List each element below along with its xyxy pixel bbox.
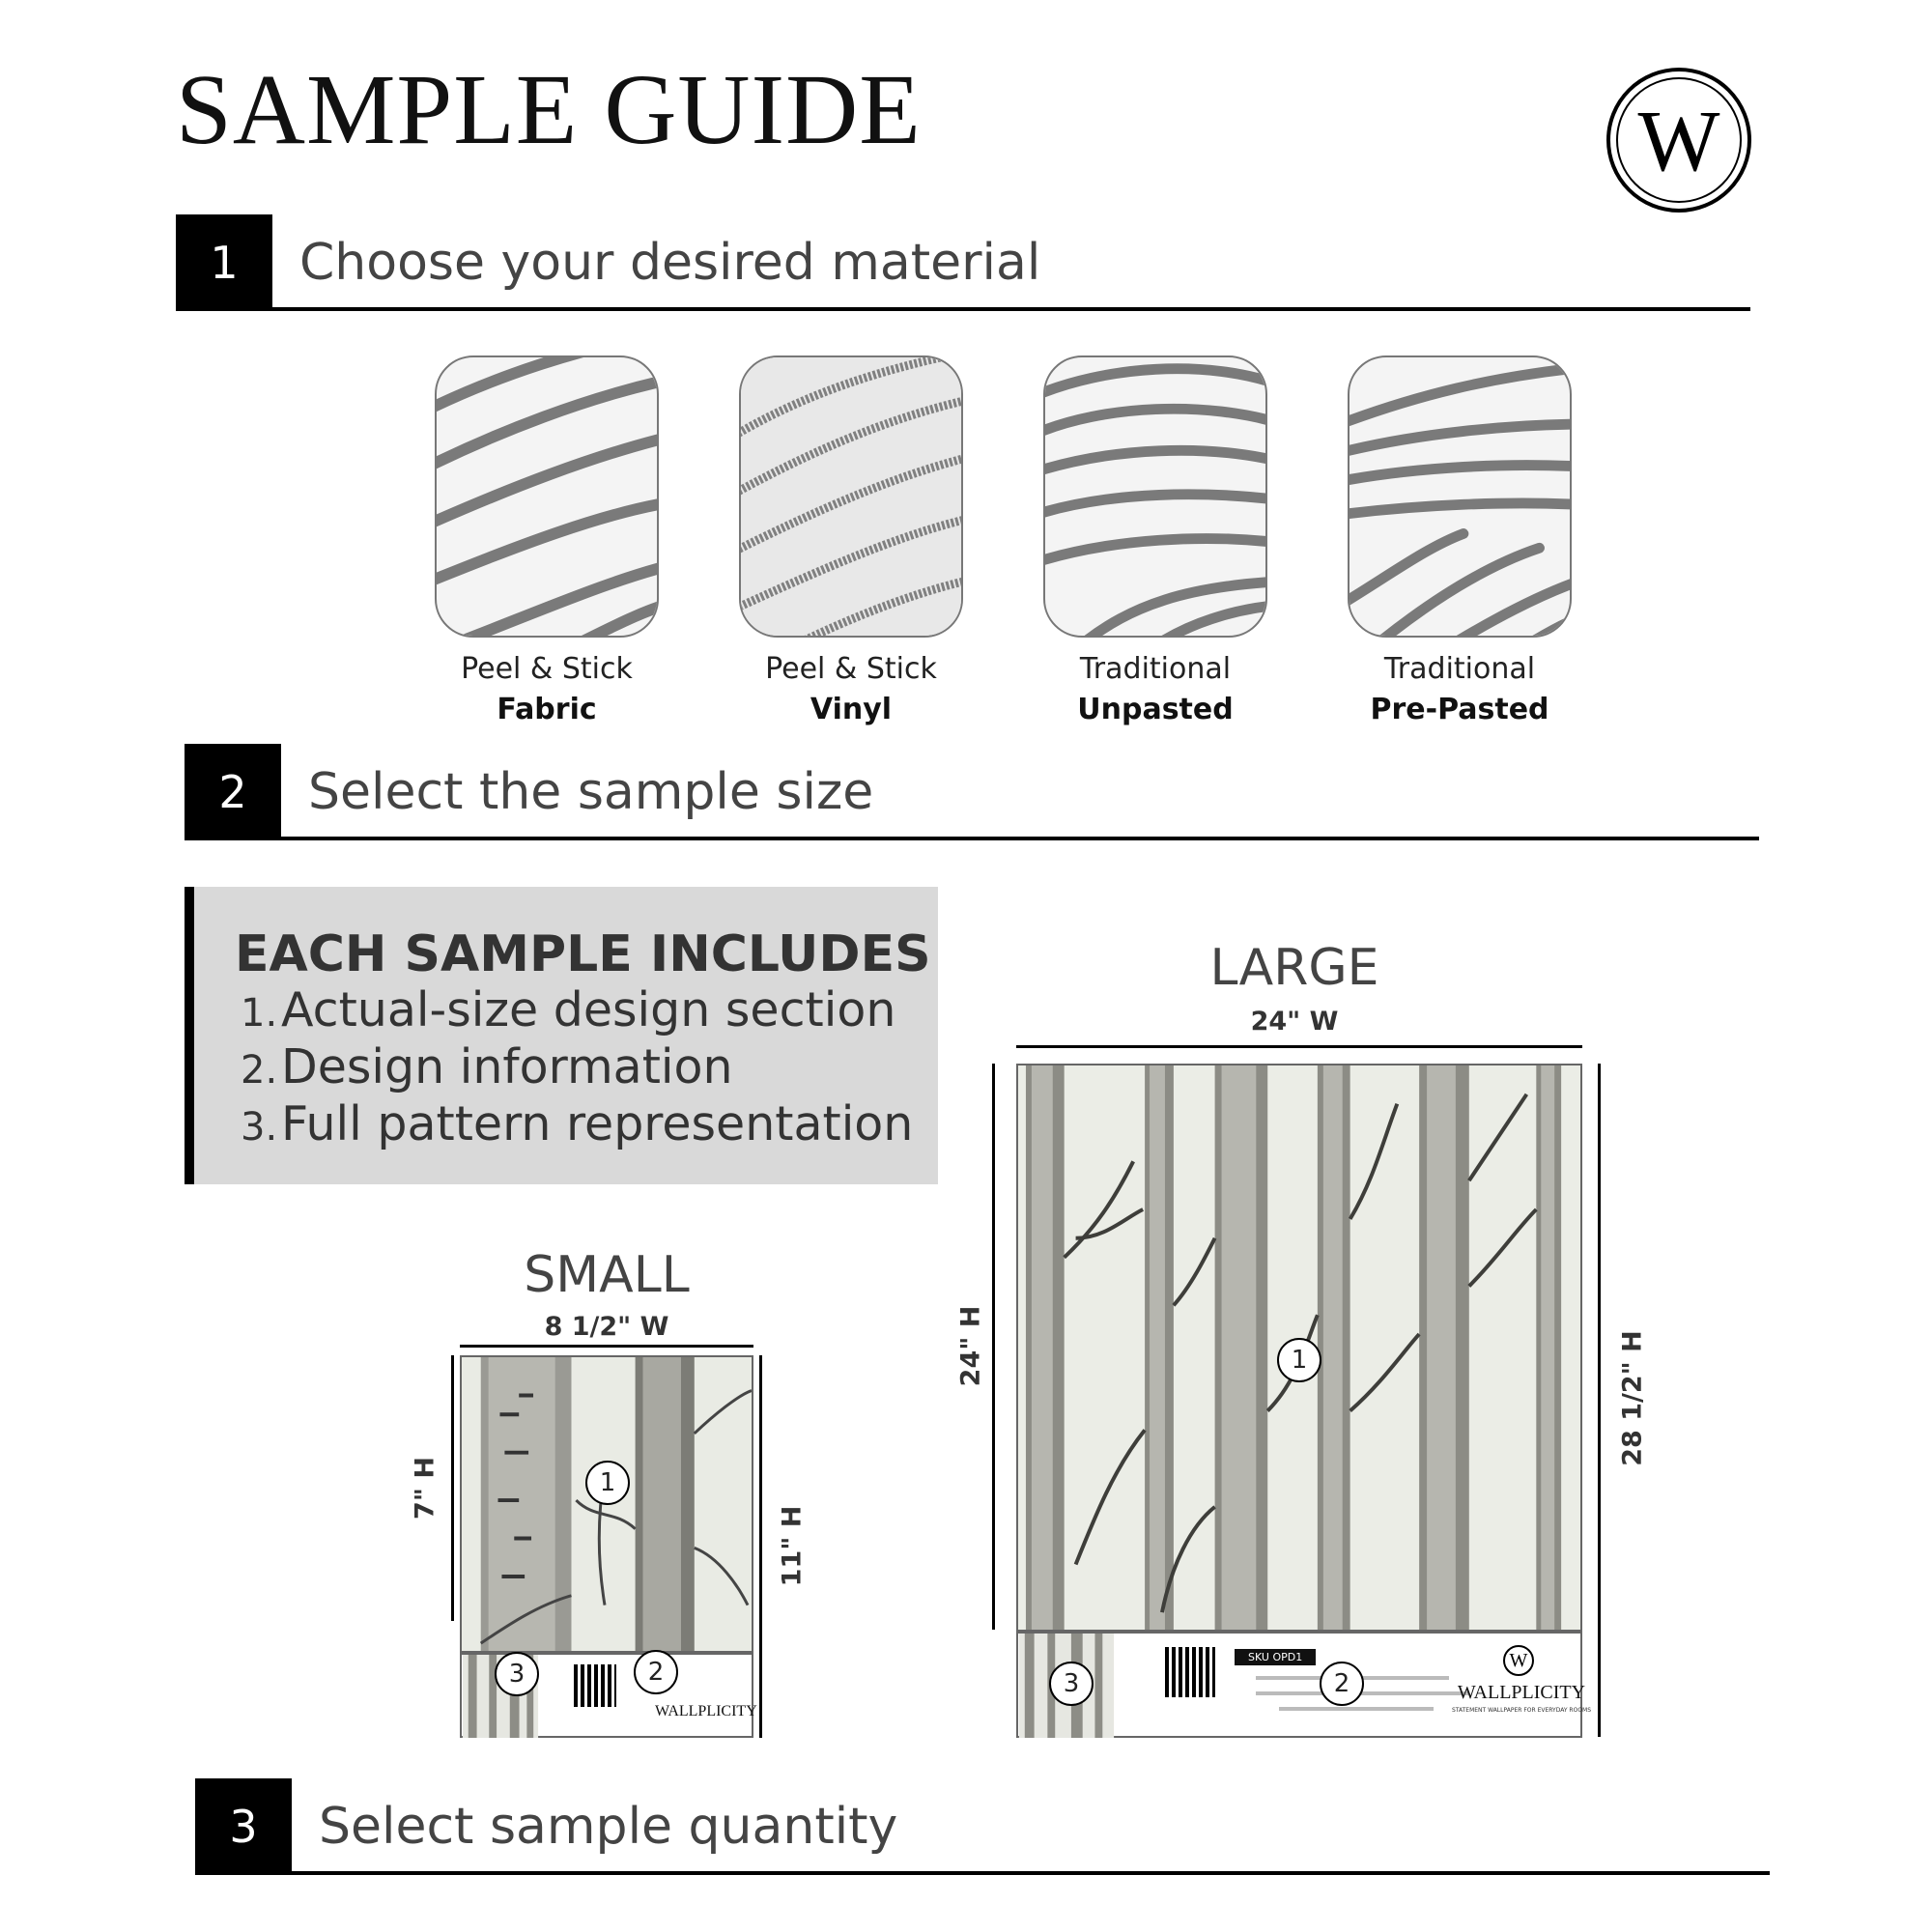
- step-divider: [272, 307, 1750, 311]
- large-height-rule: [992, 1064, 995, 1630]
- wallplicity-logo-icon: W: [1606, 68, 1751, 213]
- design-info-line: [1279, 1707, 1434, 1711]
- item-text: Actual-size design section: [281, 982, 896, 1037]
- material-type: Traditional: [1383, 652, 1536, 686]
- large-size-title: LARGE: [1209, 939, 1379, 997]
- large-sample-design: [1016, 1064, 1582, 1632]
- material-label-fabric: Peel & Stick Fabric: [402, 649, 692, 730]
- small-art-height-label: 7" H: [410, 1457, 440, 1520]
- birch-trees-illustration: [1018, 1065, 1580, 1630]
- large-art-height-label: 24" H: [955, 1305, 986, 1387]
- marker-3: 3: [1049, 1662, 1094, 1706]
- list-item: 3.Full pattern representation: [241, 1097, 913, 1154]
- material-type: Peel & Stick: [461, 652, 633, 686]
- page-title: SAMPLE GUIDE: [176, 54, 922, 165]
- swatch-pre-pasted[interactable]: [1348, 355, 1572, 638]
- qr-code-icon: [1165, 1647, 1215, 1697]
- marker-1: 1: [585, 1461, 630, 1505]
- step-number: 3: [195, 1778, 292, 1875]
- step-divider: [281, 837, 1759, 840]
- item-number: 1.: [241, 991, 278, 1036]
- step-number: 2: [185, 744, 281, 840]
- material-type: Traditional: [1079, 652, 1232, 686]
- swatch-fabric[interactable]: [435, 355, 659, 638]
- step-number: 1: [176, 214, 272, 311]
- step-label: Choose your desired material: [299, 234, 1041, 292]
- item-number: 2.: [241, 1048, 278, 1093]
- small-height-rule: [451, 1355, 454, 1621]
- sample-includes-box: EACH SAMPLE INCLUDES 1.Actual-size desig…: [185, 887, 938, 1184]
- small-total-height-rule: [759, 1355, 762, 1738]
- includes-heading: EACH SAMPLE INCLUDES: [235, 925, 931, 983]
- swatch-pre-pasted-texture: [1350, 363, 1570, 636]
- material-name: Fabric: [497, 693, 597, 726]
- material-type: Peel & Stick: [765, 652, 937, 686]
- step-label: Select sample quantity: [319, 1798, 898, 1856]
- material-name: Vinyl: [810, 693, 893, 726]
- large-width-rule: [1016, 1045, 1582, 1048]
- item-number: 3.: [241, 1105, 278, 1150]
- small-width-rule: [460, 1345, 753, 1348]
- material-name: Pre-Pasted: [1370, 693, 1549, 726]
- item-text: Design information: [281, 1039, 733, 1094]
- material-name: Unpasted: [1077, 693, 1234, 726]
- large-width-label: 24" W: [1250, 1007, 1339, 1037]
- list-item: 2.Design information: [241, 1040, 913, 1097]
- includes-list: 1.Actual-size design section 2.Design in…: [241, 983, 913, 1154]
- large-info-strip: SKU OPD1 W WALLPLICITY STATEMENT WALLPAP…: [1016, 1632, 1591, 1738]
- logo-letter: W: [1637, 94, 1720, 189]
- swatch-vinyl-texture: [741, 357, 961, 636]
- step-3-header: 3 Select sample quantity: [195, 1778, 1770, 1875]
- small-total-height-label: 11" H: [777, 1505, 808, 1587]
- large-brand-name: WALLPLICITY: [1457, 1682, 1586, 1703]
- material-label-pre-pasted: Traditional Pre-Pasted: [1315, 649, 1605, 730]
- step-2-header: 2 Select the sample size: [185, 744, 1759, 840]
- list-item: 1.Actual-size design section: [241, 983, 913, 1040]
- material-label-vinyl: Peel & Stick Vinyl: [706, 649, 996, 730]
- small-width-label: 8 1/2" W: [544, 1312, 669, 1342]
- step-1-header: 1 Choose your desired material: [176, 214, 1750, 311]
- swatch-fabric-texture: [437, 357, 657, 636]
- design-info-line: [1256, 1691, 1468, 1695]
- wallplicity-logo-small-icon: W: [1503, 1645, 1534, 1676]
- small-brand-name: WALLPLICITY: [655, 1703, 757, 1719]
- swatch-vinyl[interactable]: [739, 355, 963, 638]
- small-size-title: SMALL: [524, 1246, 690, 1304]
- birch-trees-illustration: [462, 1357, 752, 1651]
- item-text: Full pattern representation: [281, 1096, 914, 1151]
- qr-code-icon: [574, 1664, 616, 1707]
- marker-2: 2: [1320, 1662, 1364, 1706]
- marker-2: 2: [634, 1650, 678, 1694]
- material-label-unpasted: Traditional Unpasted: [1010, 649, 1300, 730]
- swatch-unpasted[interactable]: [1043, 355, 1267, 638]
- brand-tagline: STATEMENT WALLPAPER FOR EVERYDAY ROOMS: [1451, 1707, 1592, 1714]
- marker-1: 1: [1277, 1338, 1321, 1382]
- sku-badge: SKU OPD1: [1235, 1649, 1317, 1665]
- swatch-unpasted-texture: [1045, 363, 1265, 636]
- step-label: Select the sample size: [308, 763, 874, 821]
- marker-3: 3: [495, 1652, 539, 1696]
- large-total-height-rule: [1598, 1064, 1601, 1737]
- large-total-height-label: 28 1/2" H: [1617, 1330, 1648, 1466]
- step-divider: [292, 1871, 1770, 1875]
